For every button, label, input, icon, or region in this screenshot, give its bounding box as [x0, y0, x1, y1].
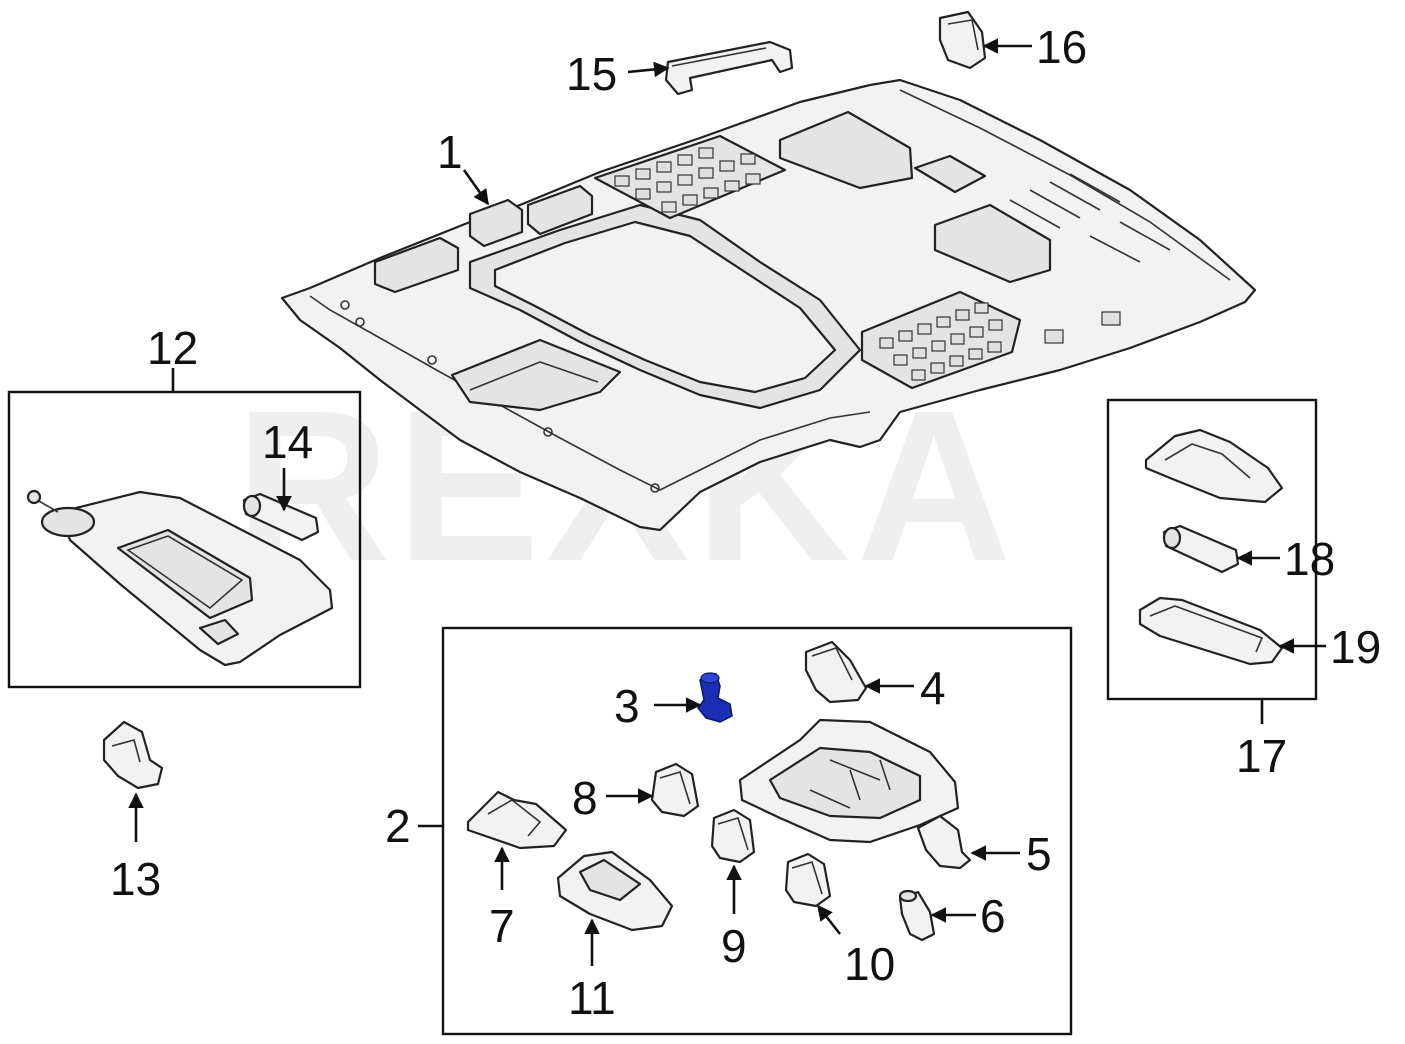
callout-12: 12: [147, 322, 198, 374]
bulb-part-6[interactable]: [898, 889, 936, 942]
visor-holder-part[interactable]: [102, 720, 164, 790]
front-vent-grid: [614, 147, 761, 213]
dome-lamp-bulb-part[interactable]: [1162, 524, 1240, 574]
clip-part-10[interactable]: [784, 852, 832, 908]
callout-19: 19: [1330, 621, 1381, 673]
sun-visor-part[interactable]: [26, 489, 334, 667]
callout-6: 6: [980, 890, 1006, 942]
callout-16: 16: [1036, 21, 1087, 73]
map-lamp-part[interactable]: [556, 850, 674, 932]
dome-lamp-lens-part[interactable]: [1138, 596, 1284, 666]
clip-part-8[interactable]: [650, 762, 700, 818]
grab-handle-part[interactable]: [664, 40, 794, 96]
dome-lamp-housing-part[interactable]: [1144, 428, 1284, 504]
callout-labels: 1 2 3 4 5 6 7 8 9 10 11 12 13 14 15 16 1…: [110, 21, 1381, 1024]
callout-5: 5: [1026, 828, 1052, 880]
sun-visor-group-box: [7, 390, 362, 689]
callout-4: 4: [920, 662, 946, 714]
rear-vent-grid: [879, 302, 1003, 381]
overhead-console-part[interactable]: [738, 718, 960, 844]
console-clip-part-highlighted[interactable]: [697, 672, 733, 723]
clip-part-16[interactable]: [938, 10, 987, 70]
callout-9: 9: [721, 920, 747, 972]
visor-bulb-part[interactable]: [242, 492, 320, 542]
callout-18: 18: [1284, 533, 1335, 585]
callout-14: 14: [262, 416, 313, 468]
callout-3: 3: [614, 680, 640, 732]
callout-15: 15: [566, 48, 617, 100]
callout-7: 7: [489, 900, 515, 952]
callout-1: 1: [437, 126, 463, 178]
callout-2: 2: [385, 800, 411, 852]
console-group-box: [441, 626, 1073, 1036]
callout-11: 11: [568, 972, 616, 1024]
callout-17: 17: [1236, 730, 1287, 782]
bracket-part-4[interactable]: [804, 640, 868, 704]
bracket-part-7[interactable]: [466, 790, 568, 850]
clip-part-9[interactable]: [710, 808, 756, 864]
clip-part-5[interactable]: [916, 814, 972, 870]
headliner-panel[interactable]: [280, 78, 1257, 532]
leader-lines: [128, 38, 1326, 966]
callout-10: 10: [844, 938, 895, 990]
callout-13: 13: [110, 853, 161, 905]
callout-8: 8: [572, 772, 598, 824]
dome-lamp-group-box: [1106, 398, 1318, 701]
